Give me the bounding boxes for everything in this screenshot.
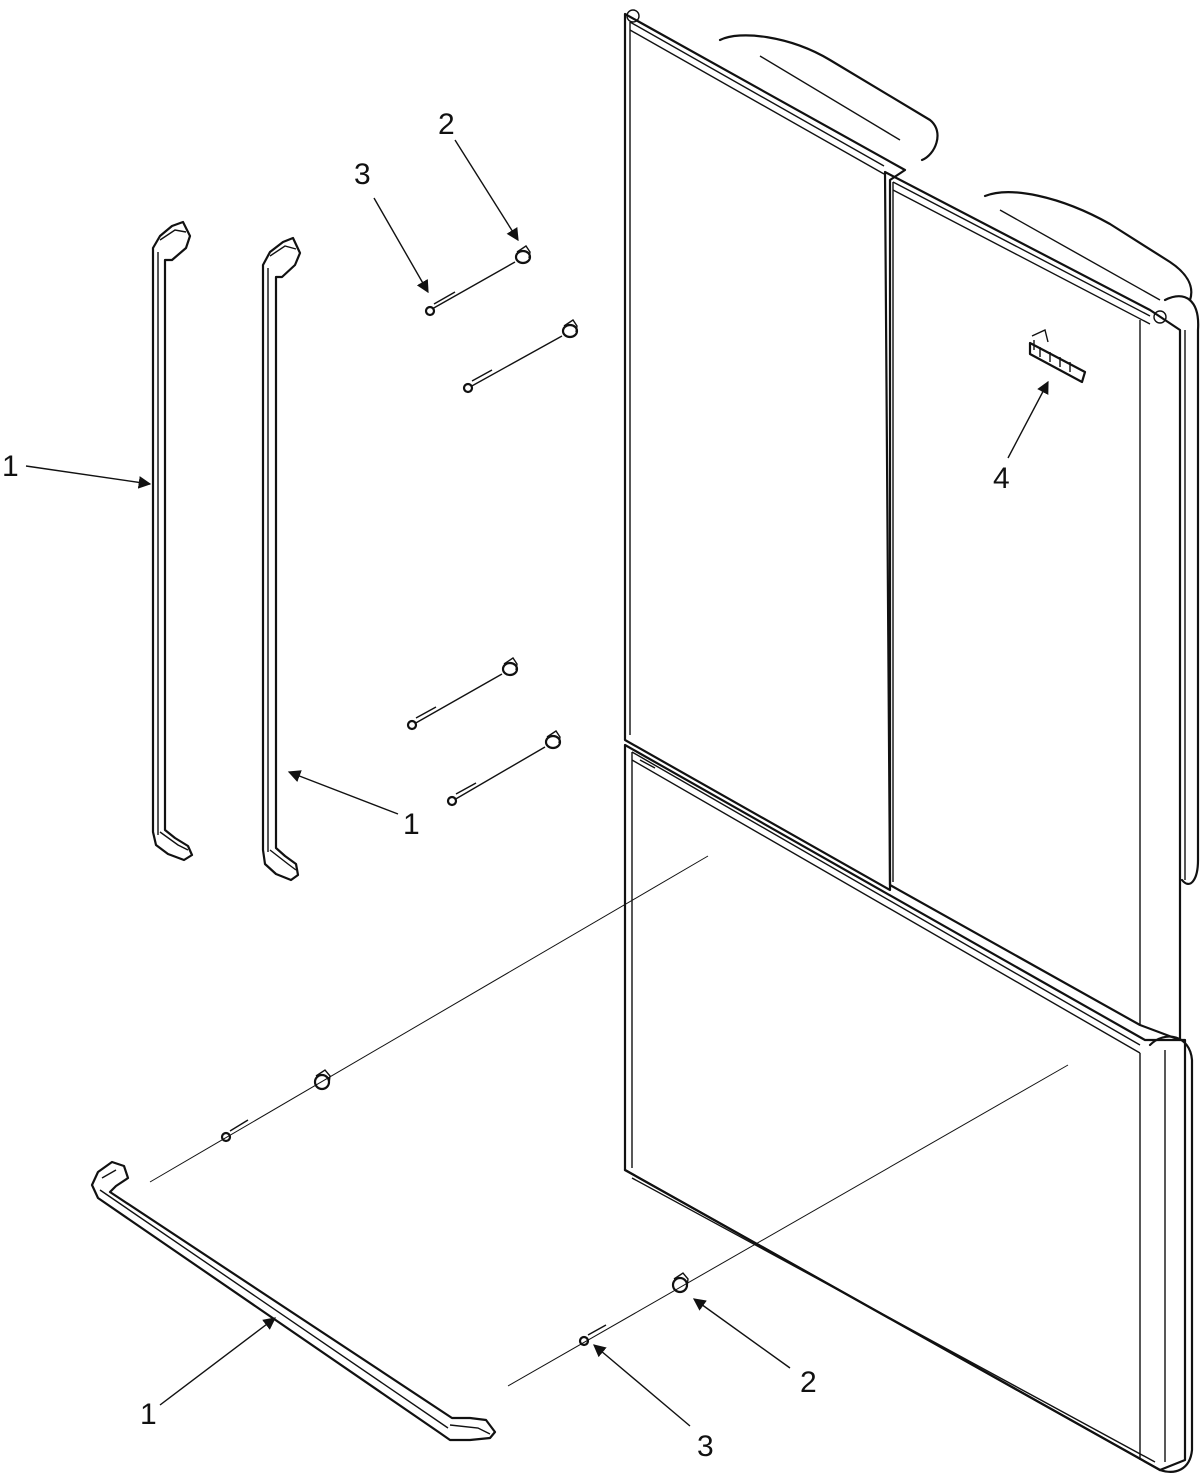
- callout-logo-badge: 4: [993, 462, 1010, 495]
- screw-top: [424, 261, 516, 317]
- screw-bottom: [578, 1324, 607, 1347]
- arrow-screw-top: [373, 197, 429, 294]
- screw-2: [462, 335, 563, 394]
- callout-labels: 1 1 1 2 2 3 3 4: [2, 108, 1010, 1463]
- handle-upper-right: [261, 236, 302, 882]
- screw-lower-left: [220, 1119, 249, 1143]
- handle-upper-left: [151, 220, 194, 862]
- screw-anchor-3: [501, 657, 519, 677]
- arrow-handle-upper-right: [287, 770, 399, 815]
- arrow-anchor-bottom: [692, 1298, 791, 1369]
- screw-3: [406, 673, 503, 731]
- left-french-door: [623, 9, 939, 892]
- callout-screw-top: 3: [354, 158, 371, 191]
- screw-anchor-top: [514, 245, 532, 265]
- callout-handle-upper-right: 1: [403, 808, 420, 841]
- callout-anchor-bottom: 2: [800, 1366, 817, 1399]
- arrow-screw-bottom: [593, 1344, 691, 1427]
- callout-handle-lower: 1: [140, 1398, 157, 1431]
- handle-lower: [90, 1160, 497, 1442]
- refrigerator-doors: [623, 9, 1200, 1473]
- arrow-anchor-top: [454, 139, 519, 242]
- arrow-logo-badge: [1007, 380, 1049, 459]
- arrow-handle-lower: [159, 1317, 277, 1406]
- screws-and-anchors: [149, 245, 1069, 1387]
- freezer-drawer: [623, 743, 1194, 1473]
- callout-anchor-top: 2: [438, 108, 455, 141]
- callout-handle-upper-left: 1: [2, 450, 19, 483]
- alignment-line-upper: [149, 855, 709, 1183]
- screw-4: [446, 746, 546, 807]
- screw-anchor-bottom: [671, 1272, 689, 1294]
- logo-badge-icon: [1028, 329, 1087, 384]
- screw-anchor-2: [561, 319, 579, 339]
- alignment-line-lower: [507, 1064, 1069, 1387]
- callout-screw-bottom: 3: [697, 1430, 714, 1463]
- screw-anchor-lower-left: [313, 1069, 331, 1091]
- right-french-door: [883, 170, 1200, 1042]
- screw-anchor-4: [544, 730, 562, 750]
- callout-arrows: [25, 139, 1049, 1427]
- arrow-handle-upper-left: [25, 465, 152, 489]
